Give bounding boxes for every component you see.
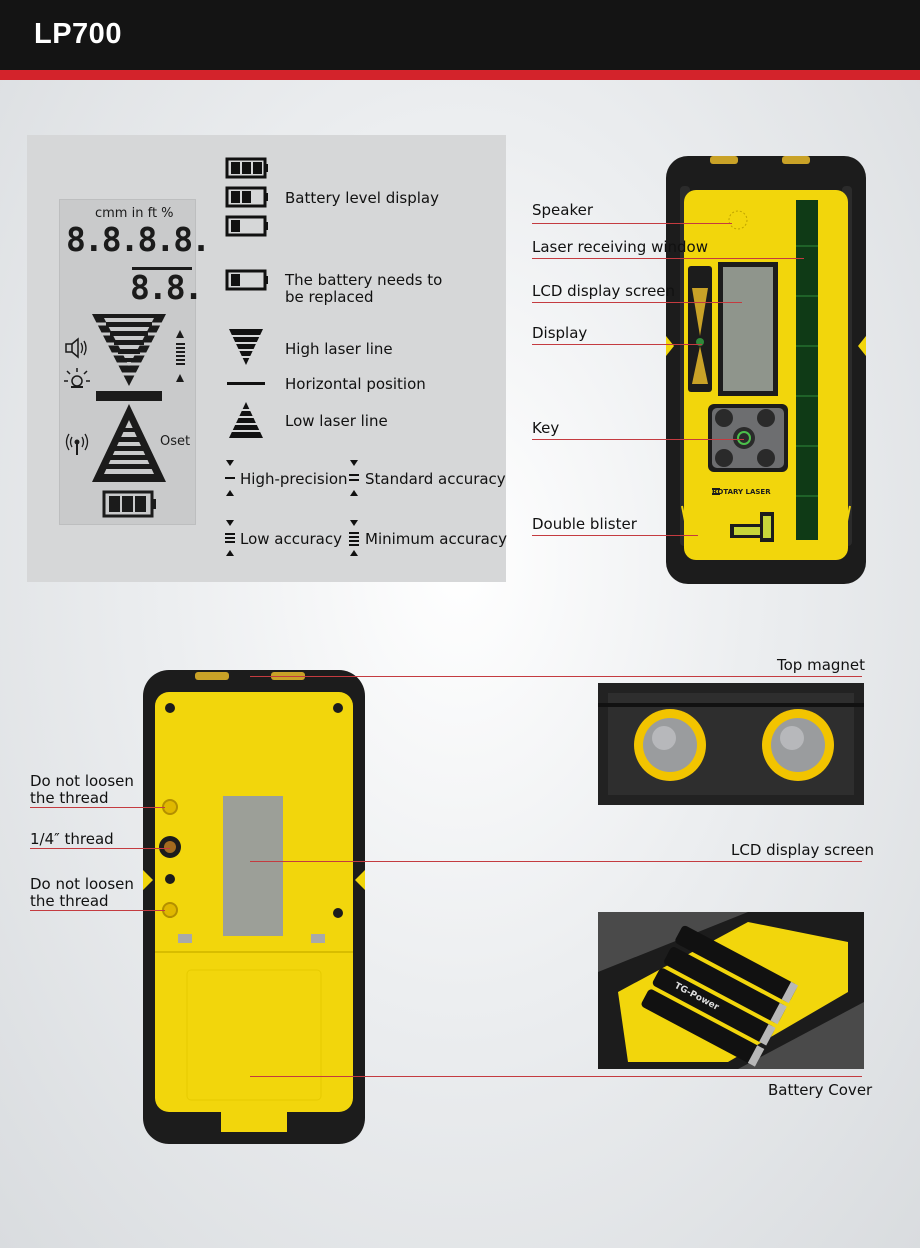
battery-low-icon [225,269,268,291]
legend-battery-level: Battery level display [285,189,439,207]
battery-one-icon [225,215,268,237]
top-magnet-photo [598,683,864,805]
battery-photo [598,912,864,1069]
line-window [532,258,804,259]
label-key: Key [532,419,560,437]
battery-two-icon [225,186,268,208]
line-no-loosen-1 [30,807,165,808]
lcd-battery-icon [102,490,156,518]
lcd-big-digits: 8.8.8.8. [66,220,211,259]
legend-high-laser: High laser line [285,340,393,358]
label-lcd: LCD display screen [532,282,676,300]
line-lcd [532,302,742,303]
label-thread: 1/4″ thread [30,830,114,848]
lcd-oset: Oset [160,434,191,449]
legend-battery-replace: The battery needs to be replaced [285,271,443,306]
lcd-panel: cmm in ft % 8.8.8.8. 8.8. [59,199,211,525]
line-speaker [532,223,732,224]
legend-horizontal: Horizontal position [285,375,426,393]
line-blister [532,535,698,536]
legend-standard-accuracy: Standard accuracy [365,470,506,488]
antenna-icon [65,433,89,455]
accuracy-icons [225,460,359,556]
header-stripe [0,70,920,80]
label-speaker: Speaker [532,201,594,219]
high-laser-icon [227,329,265,365]
line-thread [30,848,170,849]
front-device [666,156,866,584]
label-battery-cover: Battery Cover [768,1081,873,1099]
back-device [143,670,365,1144]
label-no-loosen-1: Do not loosen the thread [30,772,134,807]
legend-icons [225,157,268,438]
page-header [0,0,920,70]
light-icon [64,368,90,388]
label-display: Display [532,324,588,342]
lcd-small-digits: 8.8. [130,268,203,307]
horizontal-icon [227,382,265,385]
line-no-loosen-2 [30,910,165,911]
label-back-lcd: LCD display screen [731,841,875,859]
low-laser-icon [227,402,265,438]
label-window: Laser receiving window [532,238,708,256]
lcd-units: cmm in ft % [95,206,174,221]
line-top-magnet [250,676,862,677]
line-back-lcd [250,861,862,862]
legend-low-accuracy: Low accuracy [240,530,342,548]
battery-full-icon [225,157,268,179]
label-top-magnet: Top magnet [777,656,866,674]
front-brand: ROTARY LASER [712,488,771,496]
speaker-icon [65,337,87,359]
page-title: LP700 [34,18,122,50]
line-display [532,344,702,345]
label-no-loosen-2: Do not loosen the thread [30,875,134,910]
legend-low-laser: Low laser line [285,412,388,430]
lcd-indicators [64,314,185,518]
legend-high-precision: High-precision [240,470,348,488]
lcd-separator [132,267,192,270]
line-battery-cover [250,1076,862,1077]
line-key [532,439,744,440]
label-blister: Double blister [532,515,637,533]
legend-minimum-accuracy: Minimum accuracy [365,530,507,548]
